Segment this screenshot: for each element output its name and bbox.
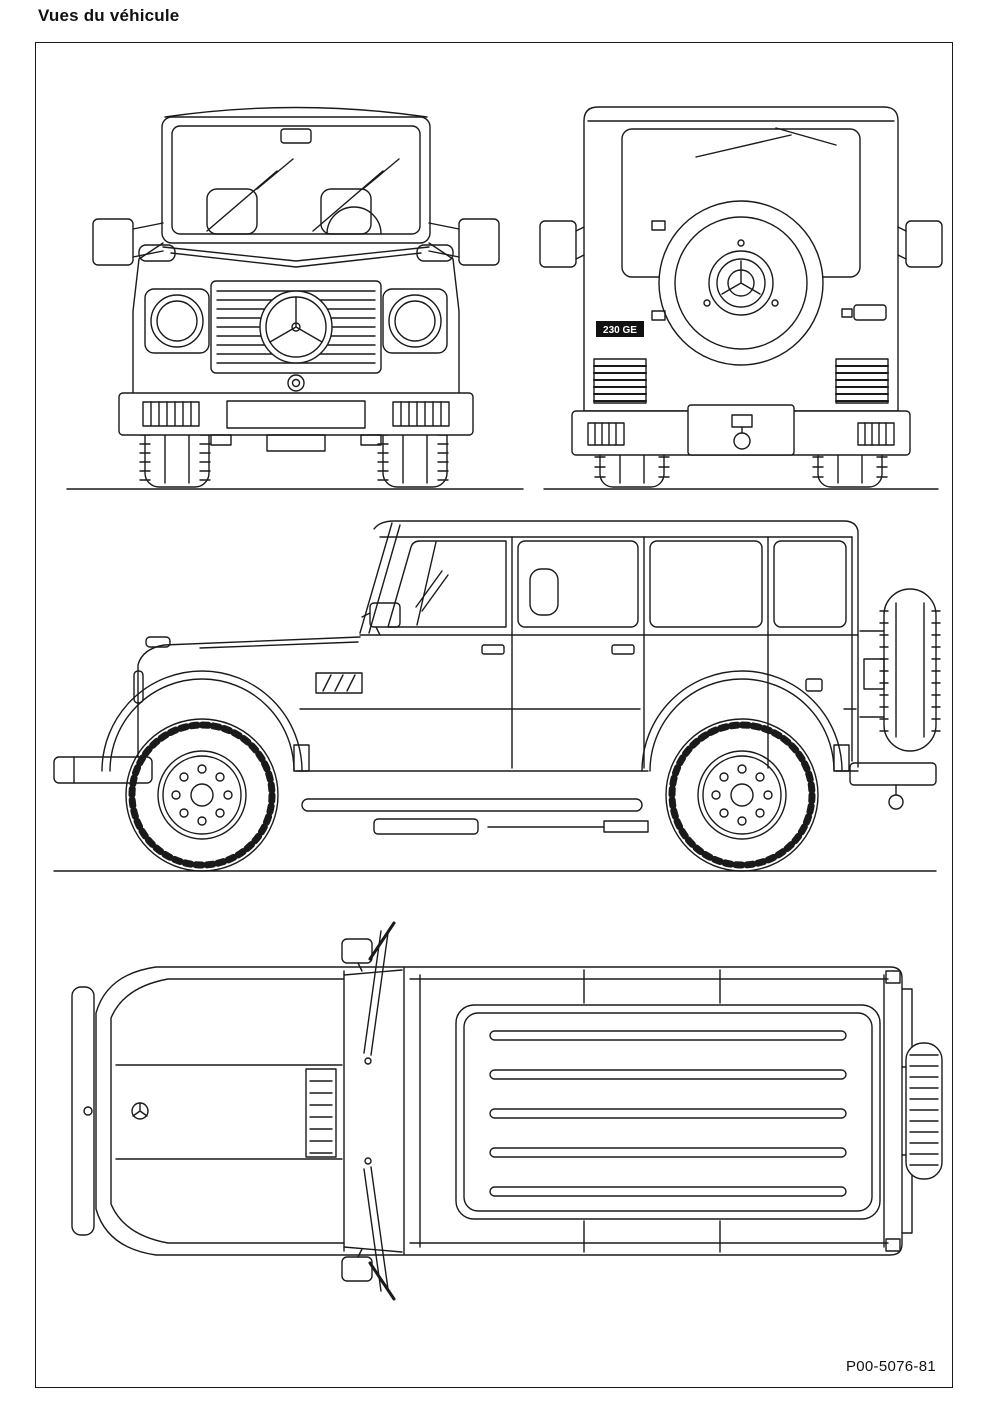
- front-bumper-top: [71, 986, 95, 1236]
- front-grille: [210, 280, 382, 374]
- right-mirror: [428, 218, 500, 266]
- right-indicator: [416, 244, 454, 262]
- roof-rib: [489, 1069, 847, 1080]
- front-indicator: [145, 636, 171, 648]
- right-vent: [835, 358, 889, 404]
- top-mirror: [341, 938, 373, 972]
- spare-wheel: [658, 200, 824, 366]
- mercedes-star: [259, 290, 333, 364]
- rear-wheel: [665, 718, 819, 872]
- under-bumper-details: [210, 434, 382, 452]
- wipers: [206, 158, 400, 232]
- headrest-hint: [529, 568, 559, 616]
- side-view-drawing: [44, 511, 944, 881]
- rear-door-window: [517, 540, 639, 628]
- steering-wheel-hint: [415, 570, 449, 612]
- rear-door-handle: [611, 644, 635, 655]
- top-view-drawing: [44, 915, 944, 1305]
- headlight-side: [133, 670, 144, 704]
- windshield: [359, 522, 401, 634]
- roof-rib: [489, 1108, 847, 1119]
- spare-star: [721, 260, 761, 295]
- front-door-window: [387, 540, 507, 628]
- hood-details: [115, 1064, 343, 1160]
- hood-latch: [287, 374, 305, 392]
- door-seams: [511, 536, 769, 769]
- top-view-svg: [71, 921, 943, 1301]
- tailgate-handle: [841, 304, 887, 321]
- fuel-door: [805, 678, 823, 692]
- license-recess: [687, 404, 795, 456]
- left-mirror: [92, 218, 164, 266]
- side-body: [53, 520, 859, 835]
- rear-bumper: [571, 404, 911, 456]
- rear-mudflap: [833, 744, 850, 772]
- left-headrest: [206, 188, 258, 235]
- body-outline: [95, 966, 903, 1256]
- hood-louver: [305, 1068, 337, 1158]
- front-door-handle: [481, 644, 505, 655]
- rear-view-svg: 230 GE: [539, 106, 943, 490]
- side-step: [301, 798, 643, 812]
- left-headlight: [144, 288, 210, 354]
- door-seam-ticks: [583, 969, 721, 1253]
- front-mudflap: [293, 744, 310, 772]
- roof-rib: [489, 1030, 847, 1041]
- quarter-window: [773, 540, 847, 628]
- bottom-mirror: [341, 1248, 373, 1282]
- rear-bumper: [849, 762, 937, 810]
- model-badge-text: 230 GE: [603, 325, 637, 336]
- figure-frame: 230 GE: [35, 42, 953, 1388]
- rear-view-drawing: 230 GE: [536, 71, 946, 501]
- left-vent: [593, 358, 647, 404]
- front-view-drawing: [61, 71, 531, 501]
- rear-spare-wheel: [859, 588, 941, 752]
- wipers-top: [363, 921, 396, 1301]
- right-headlight: [382, 288, 448, 354]
- spare-wheel-top: [901, 1042, 943, 1180]
- rear-wiper: [695, 127, 837, 158]
- steering-wheel: [326, 206, 382, 235]
- front-view-svg: [66, 106, 524, 490]
- side-mirror: [361, 602, 401, 636]
- roof-rib: [489, 1186, 847, 1197]
- figure-reference: P00-5076-81: [845, 1358, 936, 1375]
- left-indicator: [138, 244, 176, 262]
- front-bumper: [118, 392, 474, 436]
- front-body: [132, 106, 460, 394]
- right-headrest: [320, 188, 372, 235]
- side-view-svg: [53, 520, 941, 872]
- roof-rib: [489, 1147, 847, 1158]
- interior-mirror: [280, 128, 312, 144]
- left-mirror: [539, 220, 585, 268]
- fender-vent: [315, 672, 363, 694]
- trailer-hitch: [733, 432, 751, 450]
- trailer-hitch: [888, 794, 904, 810]
- page-title: Vues du véhicule: [38, 6, 180, 25]
- third-window: [649, 540, 763, 628]
- model-badge: 230 GE: [596, 321, 644, 337]
- front-wheel: [125, 718, 279, 872]
- roof-panel: [455, 1004, 881, 1220]
- right-mirror: [897, 220, 943, 268]
- license-plate-area: [226, 400, 366, 429]
